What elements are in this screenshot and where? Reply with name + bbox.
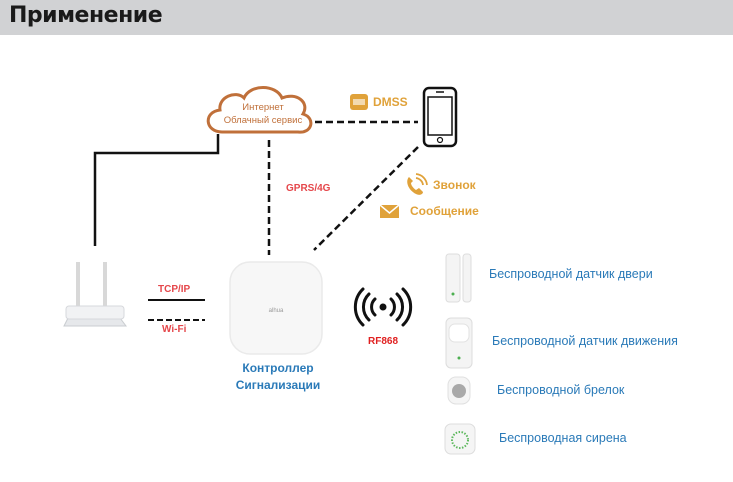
router-icon [63, 262, 127, 327]
door-sensor-icon [445, 253, 472, 303]
rf-label: RF868 [368, 336, 399, 347]
phone-controller-line [313, 146, 419, 251]
device-label-motion: Беспроводной датчик движения [492, 334, 678, 348]
smartphone-icon [422, 86, 458, 148]
controller-device-icon: alhua [229, 261, 323, 355]
keyfob-icon [447, 376, 471, 405]
device-label-siren: Беспроводная сирена [499, 431, 627, 445]
cloud-label-line2: Облачный сервис [223, 115, 303, 126]
header-bar: Применение [0, 0, 733, 35]
device-label-door: Беспроводной датчик двери [489, 267, 653, 281]
gprs-label: GPRS/4G [286, 183, 331, 194]
app-label: DMSS [373, 95, 408, 109]
call-label: Звонок [433, 178, 476, 192]
wireless-signal-icon [353, 287, 413, 327]
controller-label-line1: Контроллер [242, 361, 314, 375]
controller-label-line2: Сигнализации [235, 378, 321, 392]
svg-text:alhua: alhua [269, 308, 284, 314]
app-icon [350, 94, 368, 110]
motion-sensor-icon [445, 317, 473, 369]
message-label: Сообщение [410, 204, 479, 218]
cloud-label-line1: Интернет [242, 102, 284, 113]
router-cloud-line [93, 134, 220, 246]
page-title: Применение [9, 3, 163, 28]
siren-icon [444, 423, 476, 455]
envelope-icon [379, 204, 400, 218]
phone-call-icon [407, 173, 428, 195]
controller-label: Контроллер Сигнализации [220, 360, 336, 394]
wifi-label: Wi-Fi [162, 324, 187, 335]
device-label-keyfob: Беспроводной брелок [497, 383, 625, 397]
cloud-icon [206, 86, 313, 134]
cloud-label: Интернет Облачный сервис [218, 101, 308, 127]
tcpip-label: TCP/IP [158, 284, 191, 295]
